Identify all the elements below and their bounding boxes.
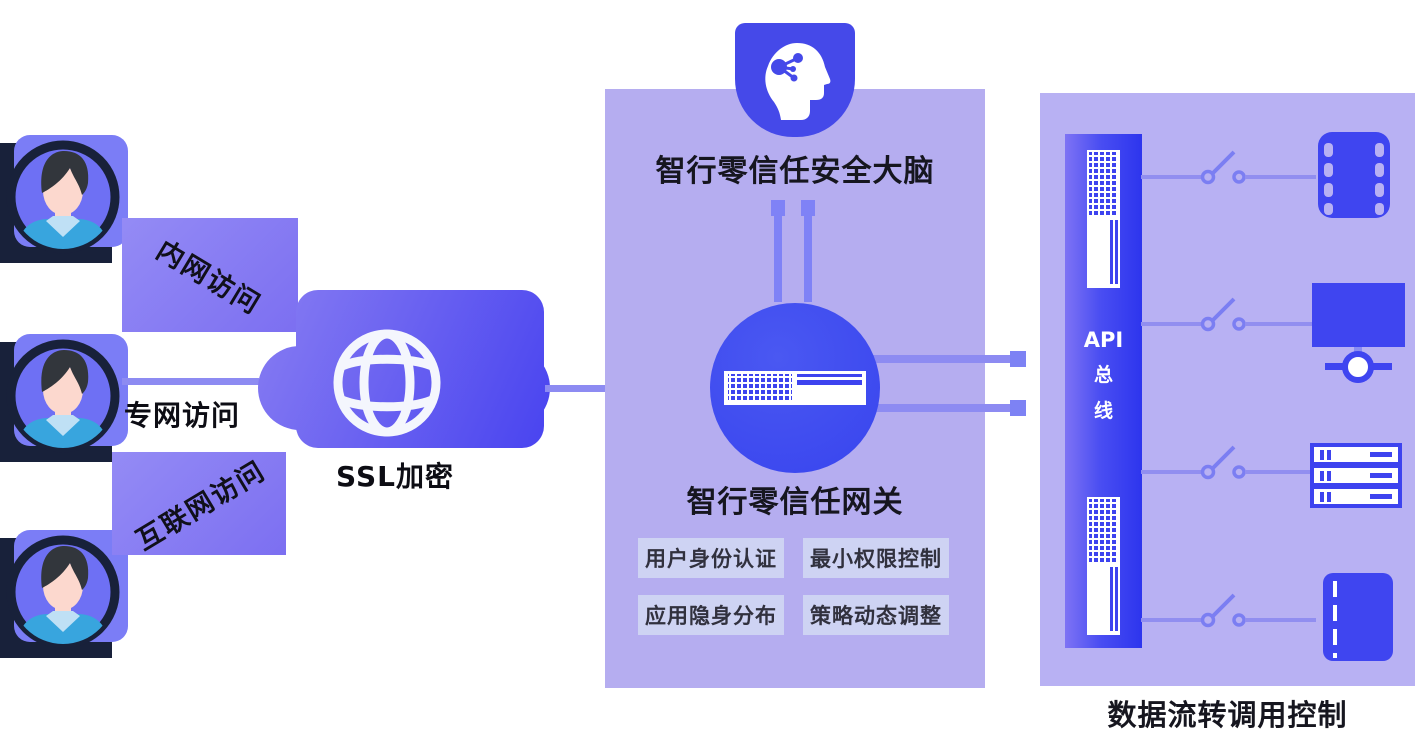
switch-icon: [1141, 297, 1316, 332]
brain-head-icon: [765, 43, 831, 120]
api-bus-label-api: API: [1083, 328, 1124, 352]
switch-icon: [1141, 445, 1316, 480]
feature-box-policy: 策略动态调整: [803, 595, 949, 635]
ssl-label: SSL加密: [336, 460, 454, 493]
access-label-private: 专网访问: [124, 399, 241, 432]
access-label-text: 互联网访问: [130, 455, 271, 557]
connector-gateway-to-bus: [872, 404, 1012, 412]
connector-endpoint: [1010, 400, 1026, 416]
brain-connector-line: [804, 216, 812, 302]
user-avatar-icon: [0, 530, 128, 658]
feature-box-stealth: 应用隐身分布: [638, 595, 784, 635]
brain-connector-cap: [771, 200, 785, 216]
api-bus-label-xian: 线: [1093, 400, 1113, 422]
gateway-circle: [710, 303, 880, 473]
switch-icon: [1141, 150, 1316, 185]
switch-icon: [1141, 593, 1316, 628]
brain-connector-cap: [801, 200, 815, 216]
access-label-text: 内网访问: [150, 234, 267, 321]
api-bus-label-zong: 总: [1093, 364, 1113, 386]
connector-gateway-to-bus: [872, 355, 1012, 363]
connector-avatar-to-ssl: [122, 378, 259, 385]
brain-title: 智行零信任安全大脑: [655, 154, 935, 189]
database-icon: [1318, 132, 1390, 218]
cabinet-icon: [1323, 573, 1393, 661]
api-bus-server-icon: [1087, 497, 1120, 635]
gateway-server-icon: [724, 371, 866, 405]
ssl-pill: [258, 290, 550, 448]
api-bus-server-icon: [1087, 150, 1120, 288]
brain-connector-line: [774, 216, 782, 302]
user-avatar-icon: [0, 334, 128, 462]
access-label-intranet: 内网访问: [122, 218, 298, 332]
data-flow-label: 数据流转调用控制: [1107, 698, 1348, 732]
security-brain-badge: [735, 23, 855, 137]
gateway-title: 智行零信任网关: [686, 485, 904, 520]
access-label-internet: 互联网访问: [112, 452, 286, 557]
globe-icon: [333, 329, 441, 437]
connector-endpoint: [1010, 351, 1026, 367]
feature-box-least-privilege: 最小权限控制: [803, 538, 949, 578]
monitor-network-icon: [1312, 283, 1405, 383]
server-rack-icon: [1310, 443, 1402, 508]
user-avatar-icon: [0, 135, 128, 263]
feature-box-identity: 用户身份认证: [638, 538, 784, 578]
